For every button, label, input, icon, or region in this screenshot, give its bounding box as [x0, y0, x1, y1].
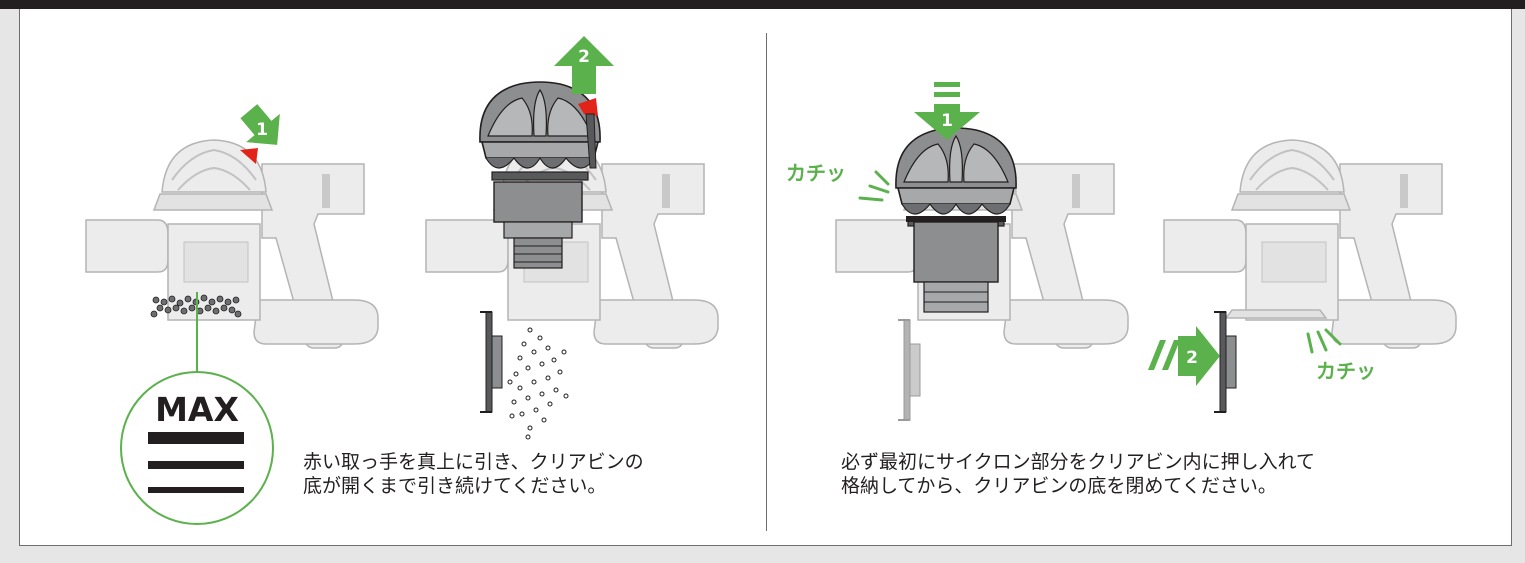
click-sound-label-left: カチッ: [786, 161, 846, 185]
max-level-circle: [120, 371, 274, 525]
step-2-right-badge: 2: [1186, 348, 1198, 368]
bin-door-closing: [1213, 311, 1237, 413]
falling-debris-icon: [507, 327, 569, 440]
top-bar: [0, 0, 1525, 9]
cyclone-pushed: [895, 127, 1017, 227]
step-1-arrow-icon: [240, 104, 280, 145]
caption-right-line-1: 必ず最初にサイクロン部分をクリアビン内に押し入れて: [841, 451, 1316, 473]
step-divider: [766, 33, 767, 531]
bin-door-open: [479, 311, 503, 413]
max-label: MAX: [155, 390, 239, 429]
red-handle-icon: [240, 148, 258, 164]
step-1-badge: 1: [256, 120, 268, 140]
step-2-badge: 2: [578, 47, 590, 67]
debris-icon: [150, 294, 242, 318]
caption-left-line-1: 赤い取っ手を真上に引き、クリアビンの: [303, 451, 644, 473]
click-sound-label-right: カチッ: [1316, 359, 1376, 383]
caption-left: 赤い取っ手を真上に引き、クリアビンの 底が開くまで引き続けてください。: [303, 450, 644, 498]
caption-right: 必ず最初にサイクロン部分をクリアビン内に押し入れて 格納してから、クリアビンの底…: [841, 450, 1315, 498]
click-lines-left-icon: [858, 170, 890, 202]
vacuum-illustration-2: [425, 139, 719, 349]
click-lines-right-icon: [1306, 328, 1342, 354]
step-2-up-arrow-icon: [554, 36, 614, 94]
red-handle-lifted-icon: [578, 98, 598, 116]
step-2-right-arrow-icon: [1148, 326, 1220, 386]
vacuum-illustration-1: [85, 139, 379, 349]
caption-left-line-2: 底が開くまで引き続けてください。: [303, 475, 607, 497]
bin-door-faded: [897, 319, 921, 421]
caption-right-line-2: 格納してから、クリアビンの底を閉めてください。: [841, 475, 1277, 497]
step-1-right-badge: 1: [941, 111, 953, 131]
step-1-down-arrow-icon: [914, 82, 980, 140]
